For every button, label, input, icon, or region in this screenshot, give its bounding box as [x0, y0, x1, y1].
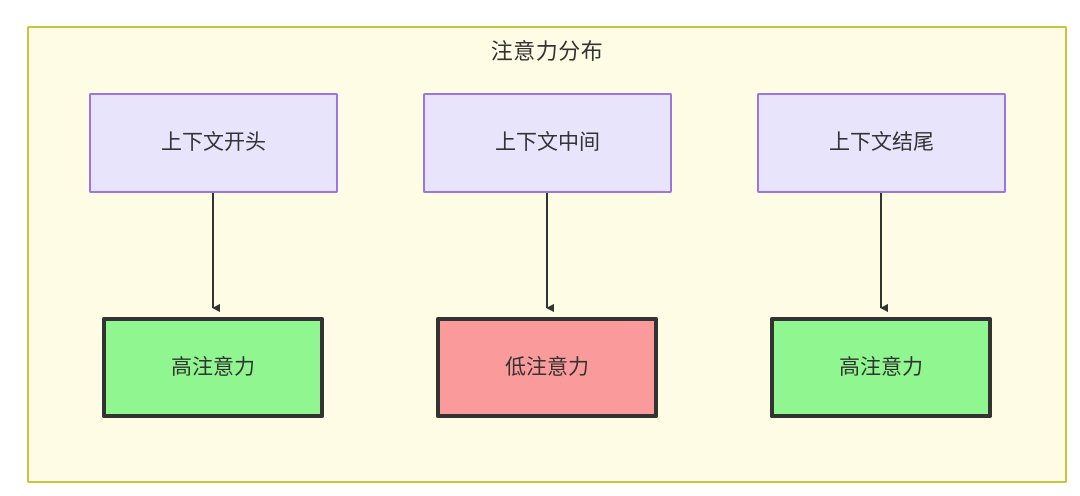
node-attn-high-end[interactable]: 高注意力 — [770, 317, 992, 418]
node-ctx-start[interactable]: 上下文开头 — [89, 93, 338, 193]
node-ctx-end-label: 上下文结尾 — [829, 131, 934, 155]
node-ctx-end[interactable]: 上下文结尾 — [757, 93, 1006, 193]
node-attn-high-start-label: 高注意力 — [171, 355, 255, 379]
node-attn-high-end-label: 高注意力 — [839, 355, 923, 379]
node-attn-low-middle[interactable]: 低注意力 — [436, 317, 658, 418]
node-ctx-start-label: 上下文开头 — [161, 131, 266, 155]
node-ctx-middle[interactable]: 上下文中间 — [423, 93, 672, 193]
subgraph-title: 注意力分布 — [490, 39, 604, 64]
node-ctx-middle-label: 上下文中间 — [495, 131, 600, 155]
node-attn-low-middle-label: 低注意力 — [505, 355, 589, 379]
node-attn-high-start[interactable]: 高注意力 — [102, 317, 324, 418]
